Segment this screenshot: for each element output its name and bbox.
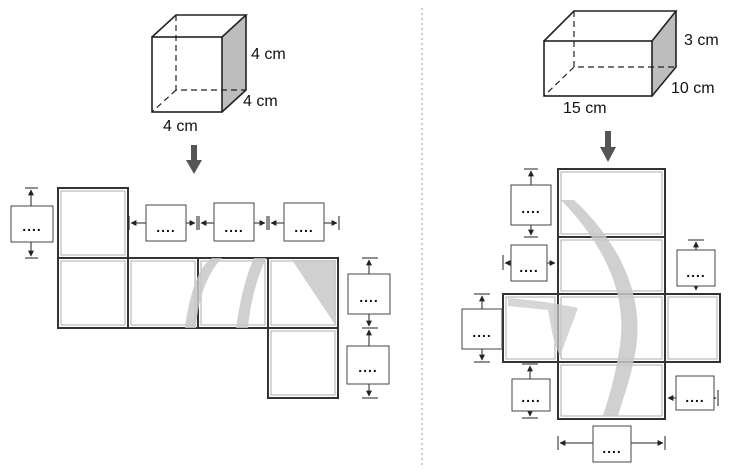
left-dim-horizontal-2 <box>198 202 268 242</box>
blank-right-4[interactable]: .... <box>472 324 492 340</box>
blank-right-6[interactable]: .... <box>685 389 705 405</box>
blank-left-5[interactable]: .... <box>359 289 379 305</box>
prism-right-edges <box>651 11 677 97</box>
prism-figure <box>543 10 678 97</box>
right-dim-vertical-left <box>461 293 503 363</box>
right-dim-vertical-top <box>510 168 552 238</box>
net-face-1 <box>57 257 129 329</box>
cube-top-edges <box>151 14 249 38</box>
left-dim-vertical-right-2 <box>346 329 390 399</box>
cube-width-label: 4 cm <box>163 118 198 135</box>
left-dim-vertical-right-1 <box>347 257 391 329</box>
prism-side-shade <box>652 11 676 96</box>
cube-hidden-diagonal <box>151 89 177 113</box>
blank-right-3[interactable]: .... <box>686 264 706 280</box>
blank-right-1[interactable]: .... <box>521 200 541 216</box>
prism-height-label: 3 cm <box>684 32 719 49</box>
prism-front-face <box>543 40 653 97</box>
down-arrow-right <box>600 131 616 162</box>
blank-right-5[interactable]: .... <box>521 389 541 405</box>
prism-net-right <box>664 293 721 363</box>
prism-top-edges <box>543 10 678 42</box>
right-dim-horizontal-bottom <box>557 425 666 463</box>
right-dim-small-lower-left <box>511 363 551 419</box>
left-dim-vertical-top <box>10 187 54 259</box>
cube-figure <box>151 14 249 113</box>
blank-left-3[interactable]: .... <box>224 219 244 235</box>
prism-hidden-diagonal <box>543 66 575 97</box>
cube-depth-label: 4 cm <box>243 93 278 110</box>
net-face-top <box>57 187 129 259</box>
left-dim-horizontal-1 <box>128 204 198 242</box>
right-dim-small-upper-left <box>502 244 556 282</box>
cube-height-label: 4 cm <box>251 46 286 63</box>
blank-left-4[interactable]: .... <box>294 219 314 235</box>
left-dim-horizontal-3 <box>268 202 340 242</box>
blank-left-6[interactable]: .... <box>358 359 378 375</box>
prism-net-center <box>557 293 666 363</box>
cube-front-face <box>151 36 223 113</box>
cube-side-shade <box>222 15 246 112</box>
right-dim-small-upper-right <box>676 239 716 291</box>
blank-right-7[interactable]: .... <box>602 440 622 456</box>
prism-net <box>502 168 721 420</box>
net-face-bottom <box>267 327 339 399</box>
right-dim-small-lower-right <box>667 375 719 411</box>
blank-right-2[interactable]: .... <box>519 259 539 275</box>
prism-length-label: 15 cm <box>563 100 607 117</box>
prism-depth-label: 10 cm <box>671 80 715 97</box>
blank-left-1[interactable]: .... <box>22 218 42 234</box>
blank-left-2[interactable]: .... <box>156 219 176 235</box>
down-arrow-left <box>186 145 202 174</box>
cube-net <box>57 187 339 399</box>
